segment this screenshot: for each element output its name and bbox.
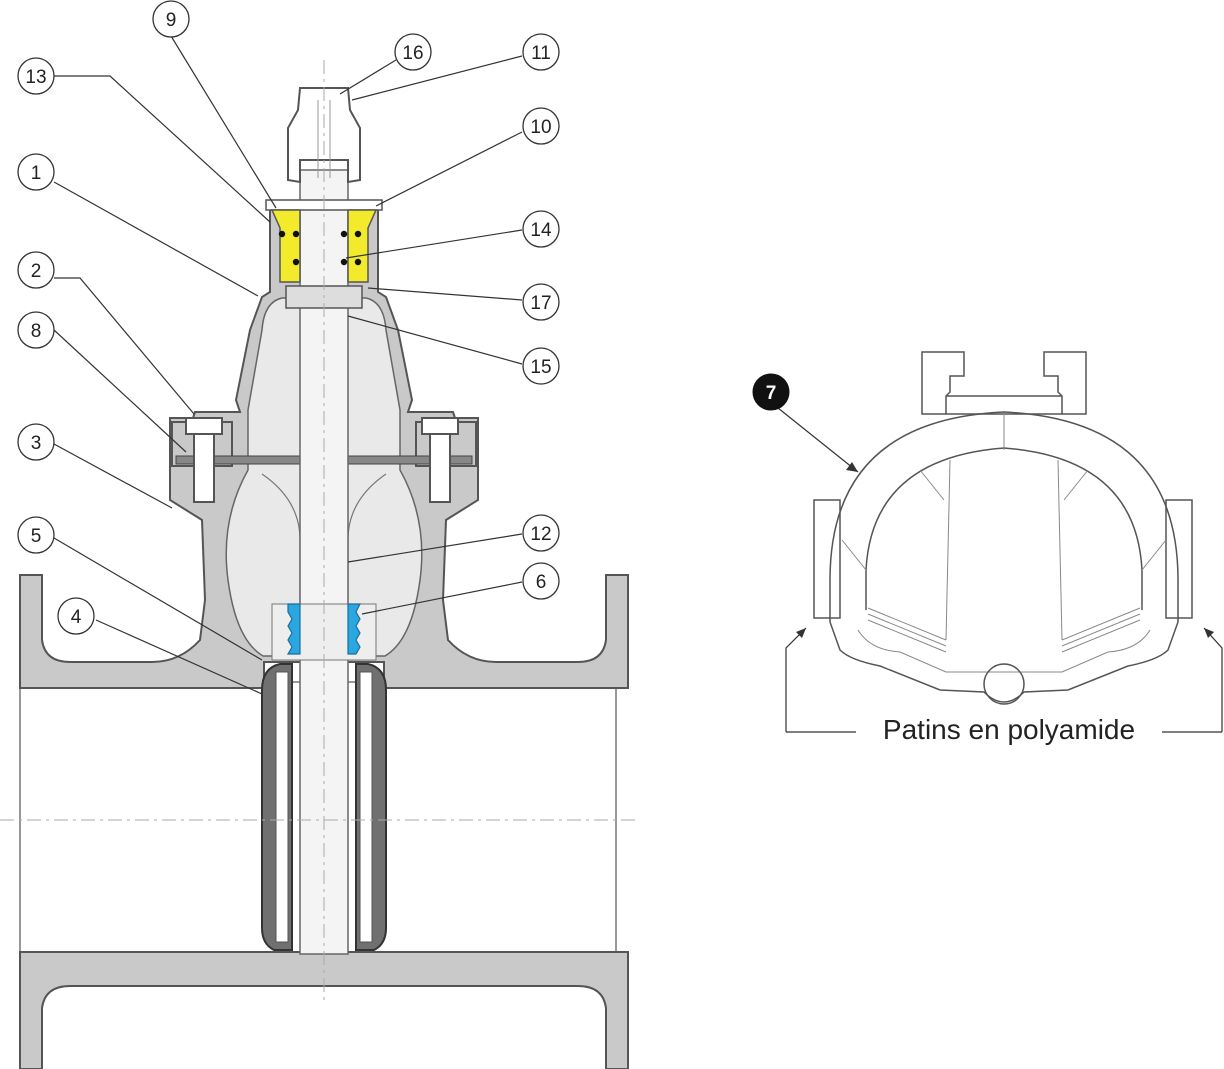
leader-4 (95, 619, 263, 695)
callout-2-label: 2 (31, 261, 42, 282)
leader-7-arrow (846, 462, 858, 472)
leader-17 (367, 287, 523, 301)
callout-4-label: 4 (71, 607, 82, 628)
oring-dot-1 (278, 230, 286, 238)
detail-rib-5 (841, 539, 1167, 571)
detail-ear-right (1165, 499, 1193, 619)
callout-7: 7 (752, 373, 790, 411)
bolt-left-head (185, 417, 223, 435)
callout-13: 13 (17, 57, 55, 95)
bolt-left (193, 423, 215, 503)
detail-skid-leader-left (785, 627, 807, 732)
detail-bottom-inner (857, 629, 1151, 673)
leader-14 (345, 229, 523, 259)
detail-caption: Patins en polyamide (883, 714, 1135, 745)
callout-12: 12 (522, 514, 560, 552)
detail-skid-arrow-left (796, 628, 806, 638)
detail-bottom-hole (983, 663, 1025, 705)
callout-6: 6 (522, 562, 560, 600)
oring-dot-3 (292, 258, 300, 266)
detail-bottom (829, 621, 1179, 703)
leader-9 (170, 35, 277, 209)
callout-15: 15 (522, 347, 560, 385)
leader-5 (53, 537, 263, 661)
leader-16 (339, 59, 397, 95)
callout-2: 2 (17, 251, 55, 289)
oring-dot-5 (354, 230, 362, 238)
leader-lines (53, 35, 523, 695)
callout-4: 4 (57, 597, 95, 635)
callout-14-label: 14 (530, 220, 552, 241)
detail-skid-left (867, 607, 947, 653)
detail-lug-left (921, 351, 965, 415)
detail-skid-right (1061, 607, 1141, 653)
oring-dot-6 (340, 258, 348, 266)
callout-16: 16 (394, 33, 432, 71)
detail-rib-1 (945, 459, 951, 641)
leader-6 (361, 581, 523, 615)
detail-skid-arrow-right (1204, 628, 1214, 638)
detail-rib-4 (919, 469, 1089, 501)
callout-1-label: 1 (31, 163, 42, 184)
leader-8 (53, 329, 187, 453)
wedge-detail-view: Patins en polyamide 7 (752, 351, 1223, 745)
leader-12 (347, 533, 523, 563)
callout-17-label: 17 (530, 293, 551, 314)
callout-7-label: 7 (766, 383, 777, 404)
stem-nut-right (347, 603, 361, 655)
leader-11 (351, 55, 523, 101)
callout-11-label: 11 (531, 43, 551, 64)
packing-left (270, 209, 301, 283)
callout-6-label: 6 (536, 572, 547, 593)
callout-10-label: 10 (530, 117, 551, 138)
valve-body-lower (19, 951, 629, 1069)
wedge-core-right (359, 671, 373, 943)
callout-9: 9 (152, 0, 190, 38)
callout-3: 3 (17, 423, 55, 461)
callout-13-label: 13 (25, 67, 46, 88)
stem-nut-left (286, 603, 301, 655)
detail-skid-leader-right (1203, 627, 1223, 732)
detail-rib-2 (1057, 459, 1063, 641)
callout-17: 17 (522, 283, 560, 321)
callout-15-label: 15 (530, 357, 551, 378)
callout-1: 1 (17, 153, 55, 191)
leader-7 (777, 407, 859, 473)
oring-dot-7 (354, 258, 362, 266)
bolt-right (429, 423, 451, 503)
leader-1 (53, 181, 259, 297)
leader-10 (375, 131, 523, 207)
callout-10: 10 (522, 107, 560, 145)
callout-3-label: 3 (31, 433, 42, 454)
callout-5: 5 (17, 516, 55, 554)
callout-5-label: 5 (31, 526, 42, 547)
detail-lug-right (1043, 351, 1087, 415)
wedge-core-left (275, 671, 289, 943)
callout-14: 14 (522, 210, 560, 248)
callout-8: 8 (17, 311, 55, 349)
bolt-right-head (421, 417, 459, 435)
callout-8-label: 8 (31, 321, 42, 342)
leader-2 (54, 277, 195, 415)
leader-3 (53, 443, 173, 509)
callout-9-label: 9 (166, 10, 177, 31)
leader-15 (347, 315, 523, 365)
callout-12-label: 12 (530, 524, 551, 545)
detail-outer-arch (829, 411, 1179, 622)
detail-ear-left (813, 499, 841, 619)
callout-16-label: 16 (402, 43, 423, 64)
leader-13 (54, 75, 271, 223)
oring-dot-2 (292, 230, 300, 238)
detail-inner-arch (865, 447, 1143, 610)
callout-11: 11 (522, 33, 560, 71)
oring-dot-4 (340, 230, 348, 238)
